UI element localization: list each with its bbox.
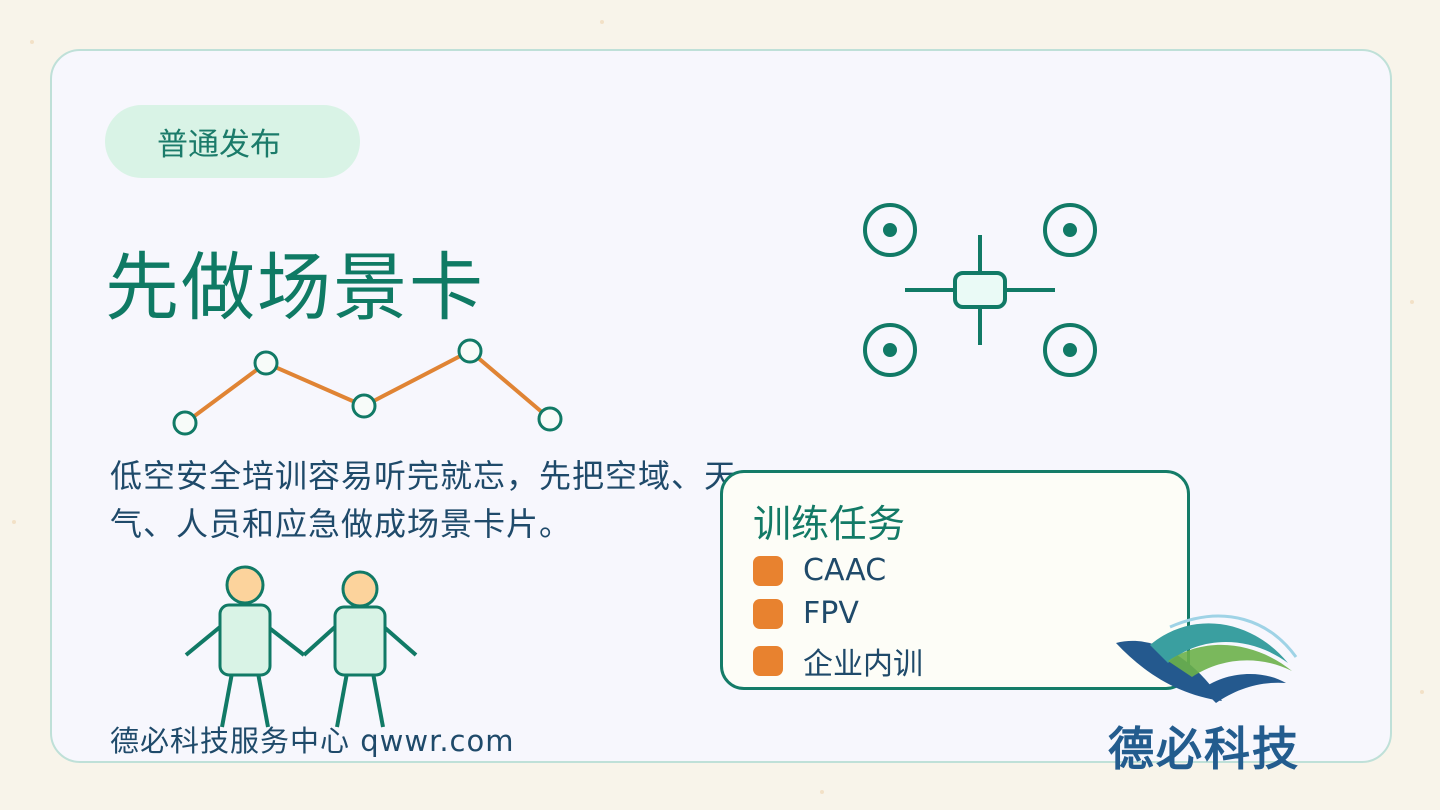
page-title: 先做场景卡	[105, 245, 485, 331]
wave-logo-icon	[1116, 614, 1298, 703]
status-tag-label: 普通发布	[157, 127, 281, 163]
task-item: FPV	[753, 596, 859, 631]
orange-square-icon	[753, 598, 783, 629]
line-chart-icon	[172, 338, 563, 436]
bg-speckle	[12, 520, 16, 524]
drone-icon	[863, 203, 1097, 377]
status-tag: 普通发布	[105, 105, 360, 178]
orange-square-icon	[753, 646, 783, 676]
task-item-label: CAAC	[803, 553, 887, 588]
task-item: CAAC	[753, 553, 886, 588]
description-text: 低空安全培训容易听完就忘，先把空域、天气、人员和应急做成场景卡片。	[110, 457, 738, 543]
footer-text: 德必科技服务中心 qwwr.com	[110, 724, 515, 758]
bg-speckle	[1420, 690, 1424, 694]
task-item: 企业内训	[753, 639, 923, 683]
bg-speckle	[600, 20, 604, 24]
task-item-label: 企业内训	[803, 647, 923, 682]
bg-speckle	[820, 790, 824, 794]
bg-speckle	[30, 40, 34, 44]
training-tasks-panel: 训练任务 CAAC FPV 企业内训	[720, 470, 1190, 690]
bg-speckle	[1410, 300, 1414, 304]
task-item-label: FPV	[803, 596, 859, 631]
company-logo-text: 德必科技	[1108, 722, 1300, 776]
people-icon	[184, 565, 418, 728]
training-tasks-title: 训练任务	[753, 502, 906, 546]
orange-square-icon	[753, 555, 783, 586]
